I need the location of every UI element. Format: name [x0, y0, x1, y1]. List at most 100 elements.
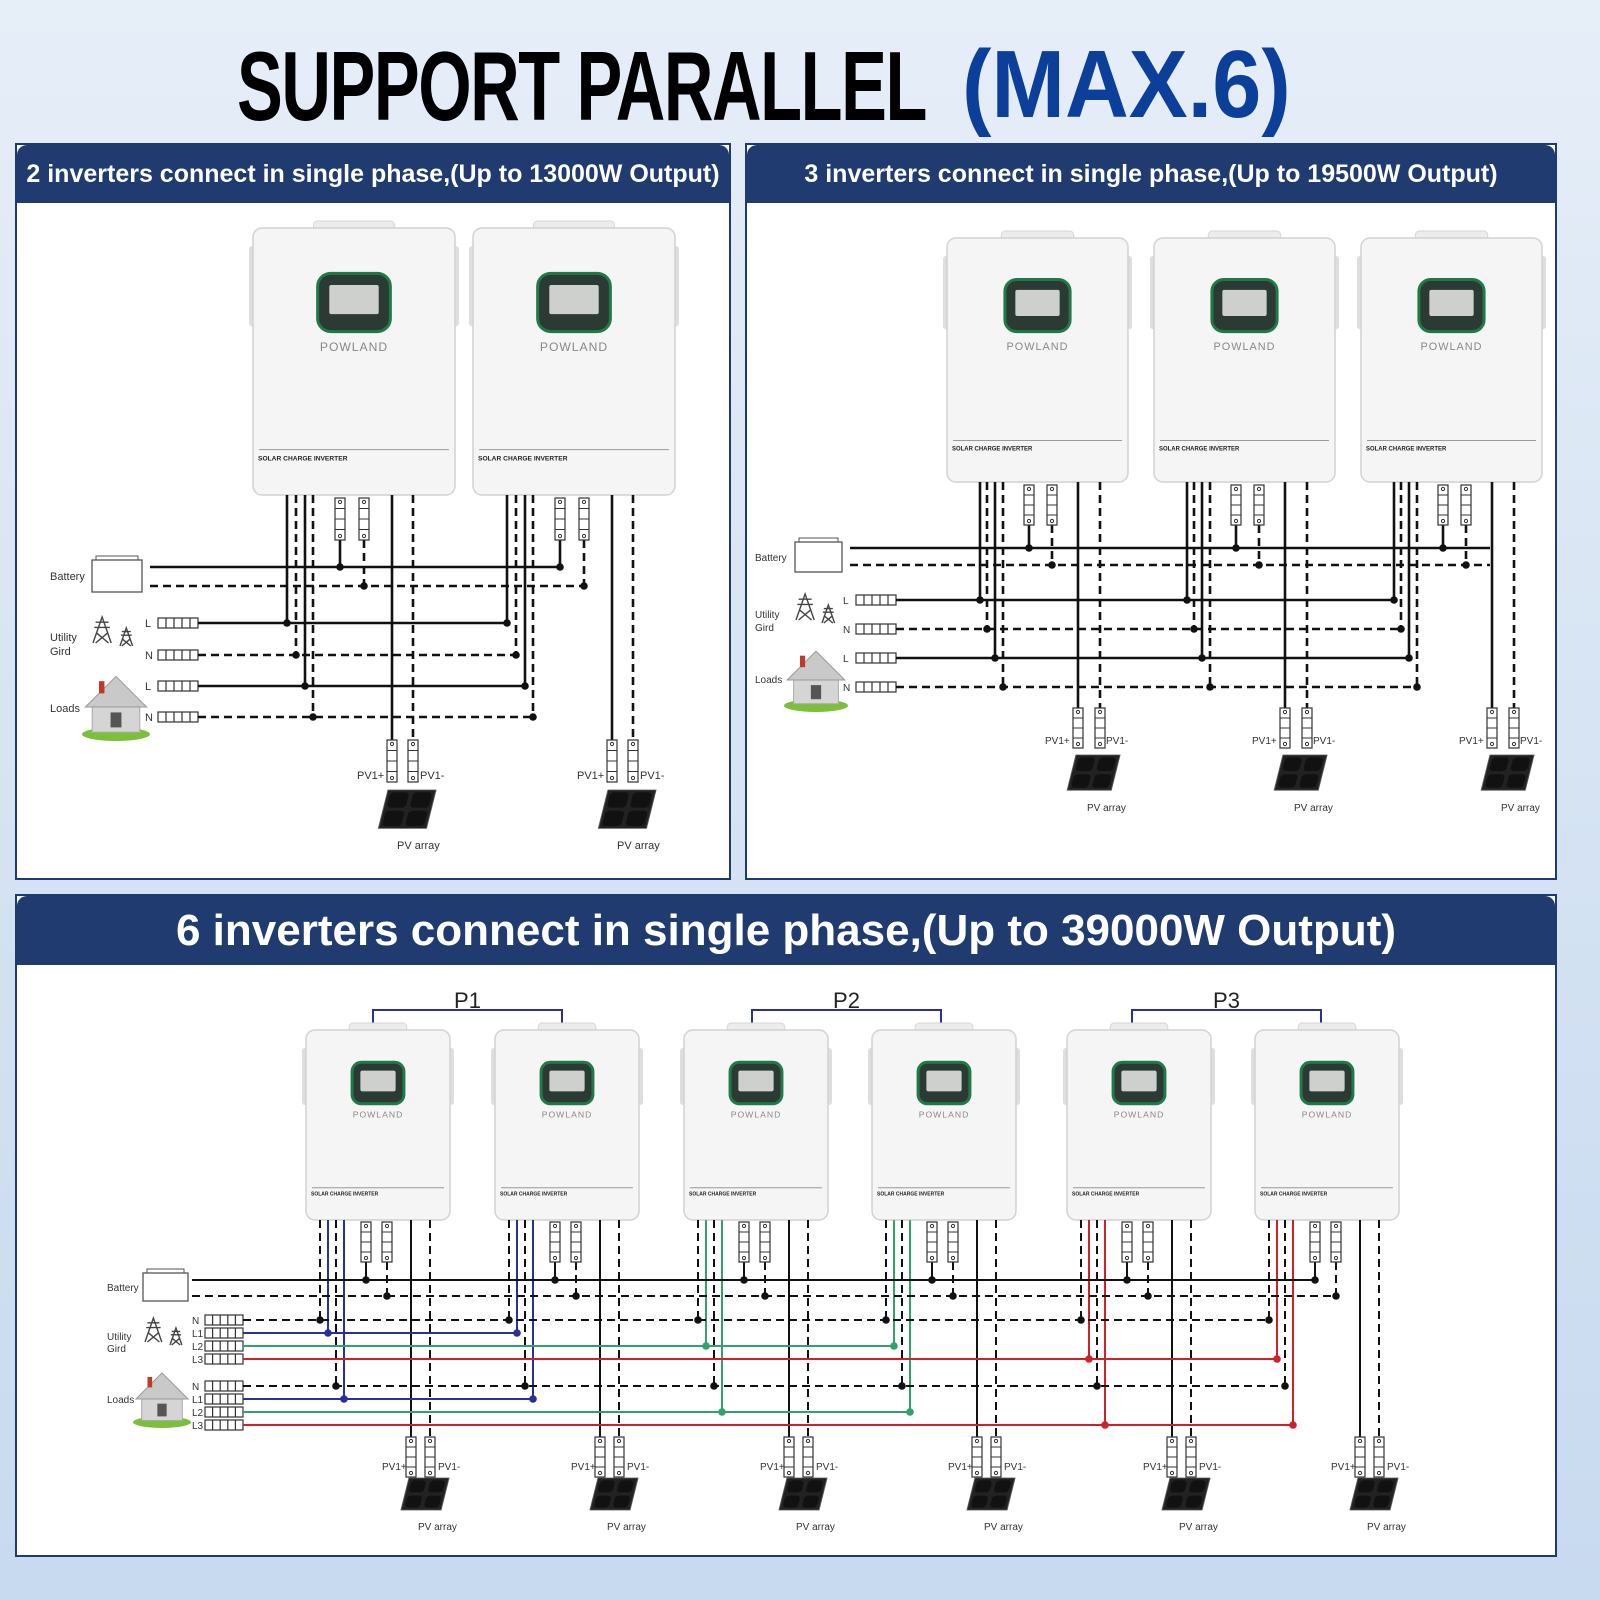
- inverter-body: [1360, 237, 1543, 483]
- grid-label: Gird: [107, 1344, 126, 1355]
- junction-dot: [898, 1382, 906, 1390]
- solar-panel-icon: [966, 1477, 1016, 1511]
- line-label: L: [145, 618, 151, 630]
- panel-cell: [617, 1480, 634, 1493]
- pv-plus-label: PV1+: [760, 1462, 785, 1473]
- screw: [616, 1438, 622, 1444]
- screw: [337, 499, 343, 505]
- screw: [1357, 1470, 1363, 1476]
- screw: [408, 1438, 414, 1444]
- battery-icon: [142, 1272, 189, 1302]
- group-label: P2: [833, 988, 860, 1013]
- house-roof: [785, 650, 847, 681]
- brand-logo: POWLAND: [320, 340, 388, 354]
- solar-panel-icon: [589, 1477, 639, 1511]
- panel-cell: [613, 1495, 630, 1508]
- panel-header: 6 inverters connect in single phase,(Up …: [17, 896, 1555, 965]
- line-label: L2: [192, 1408, 204, 1419]
- battery-label: Battery: [50, 571, 85, 583]
- screw: [741, 1223, 747, 1229]
- screw: [762, 1223, 768, 1229]
- screw: [581, 533, 587, 539]
- panel-cell: [1303, 757, 1323, 772]
- model-label: SOLAR CHARGE INVERTER: [500, 1191, 568, 1197]
- grid-label: Gird: [50, 646, 71, 658]
- battery-label: Battery: [755, 553, 787, 564]
- panel-cell: [1299, 774, 1319, 788]
- line-label: L: [843, 596, 849, 607]
- group-bracket: [1131, 1009, 1322, 1028]
- pv-array-label: PV array: [607, 1522, 646, 1533]
- chimney: [147, 1376, 153, 1388]
- screw: [609, 775, 615, 781]
- line-label: L: [843, 654, 849, 665]
- screw: [929, 1223, 935, 1229]
- lcd-screen-icon: [549, 1070, 585, 1092]
- screw: [1049, 486, 1055, 492]
- pv-plus-label: PV1+: [1143, 1462, 1168, 1473]
- inverter-body: [1254, 1029, 1400, 1221]
- transmission-tower-icon: [144, 1315, 163, 1343]
- terminal-block-icon: [855, 594, 897, 606]
- screw: [427, 1438, 433, 1444]
- panel-cell: [410, 792, 432, 808]
- solar-panel-icon: [1480, 754, 1535, 791]
- line-label: N: [843, 625, 850, 636]
- pv-plus-label: PV1+: [1252, 736, 1277, 747]
- door: [157, 1403, 167, 1417]
- terminal-block-icon: [204, 1353, 244, 1365]
- screw: [1026, 486, 1032, 492]
- screw: [974, 1470, 980, 1476]
- transmission-tower-icon: [119, 625, 134, 647]
- pv-minus-label: PV1-: [1106, 736, 1128, 747]
- screw: [1124, 1223, 1130, 1229]
- inverter-unit: [680, 1022, 832, 1221]
- pv-minus-label: PV1-: [1387, 1462, 1409, 1473]
- inverter-unit: [1357, 230, 1546, 483]
- screw: [630, 775, 636, 781]
- panel-cell: [1166, 1495, 1183, 1508]
- screw: [1511, 709, 1517, 715]
- model-label: SOLAR CHARGE INVERTER: [258, 455, 348, 462]
- pv-plus-label: PV1+: [1045, 736, 1070, 747]
- terminal-block-icon: [204, 1419, 244, 1431]
- panel-cell: [806, 1480, 823, 1493]
- inverter-unit: [943, 230, 1132, 483]
- inverter-body: [252, 227, 456, 496]
- screw: [1049, 518, 1055, 524]
- solar-panel-icon: [1273, 754, 1328, 791]
- screw: [993, 1438, 999, 1444]
- screw: [389, 741, 395, 747]
- inverter-body: [1066, 1029, 1212, 1221]
- panel-cell: [994, 1480, 1011, 1493]
- screw: [1075, 709, 1081, 715]
- door: [810, 685, 822, 700]
- junction-dot: [1093, 1382, 1101, 1390]
- panel-cell: [1489, 757, 1509, 772]
- utility-label: Utility: [107, 1332, 131, 1343]
- screw: [1312, 1223, 1318, 1229]
- screw: [581, 499, 587, 505]
- line-label: N: [145, 712, 153, 724]
- screw: [337, 533, 343, 539]
- inverter-unit: [249, 220, 459, 496]
- screw: [1282, 709, 1288, 715]
- brand-logo: POWLAND: [731, 1109, 782, 1119]
- battery-icon: [794, 541, 843, 573]
- solar-panel-icon: [377, 789, 437, 829]
- line-label: L3: [192, 1421, 204, 1432]
- screw: [1440, 518, 1446, 524]
- model-label: SOLAR CHARGE INVERTER: [478, 455, 568, 462]
- panel-cell: [405, 1495, 422, 1508]
- terminal-block-icon: [855, 652, 897, 664]
- inverter-unit: [1063, 1022, 1215, 1221]
- panel-cell: [802, 1495, 819, 1508]
- screw: [1463, 518, 1469, 524]
- pv-array-label: PV array: [397, 840, 440, 852]
- screw: [427, 1470, 433, 1476]
- house-roof: [84, 675, 148, 708]
- pv-array-label: PV array: [796, 1522, 835, 1533]
- screw: [805, 1438, 811, 1444]
- lcd-screen-icon: [738, 1070, 774, 1092]
- pv-minus-label: PV1-: [1004, 1462, 1026, 1473]
